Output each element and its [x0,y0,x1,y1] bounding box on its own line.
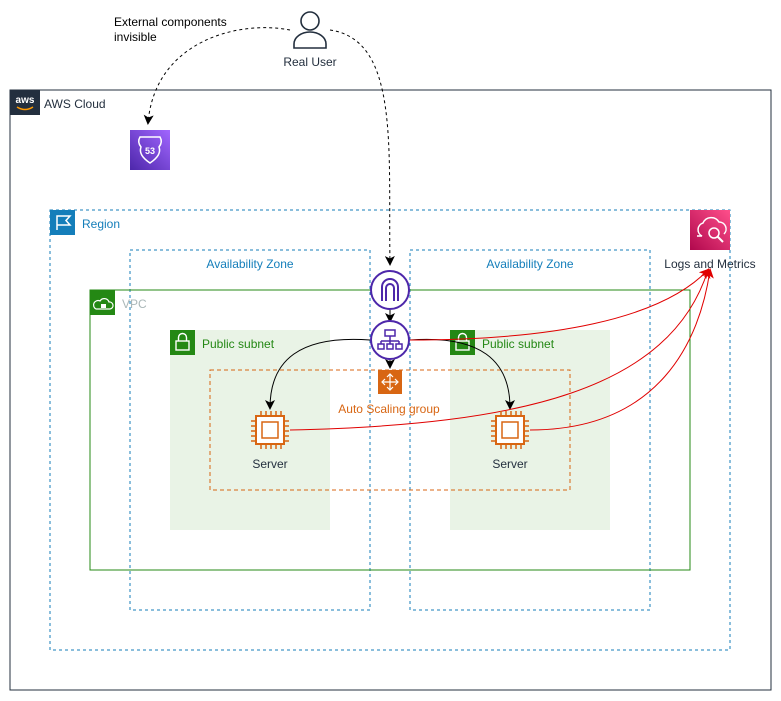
auto-scaling-group: Auto Scaling group [209,369,571,491]
aws-cloud-label: AWS Cloud [44,97,106,111]
internet-gateway-node[interactable] [370,270,410,310]
vpc-label: VPC [122,297,147,311]
real-user-node[interactable]: Real User [283,11,337,69]
svg-text:53: 53 [145,146,155,156]
external-note-line-1: External components [114,15,227,29]
route53-shield-icon: 53 [137,136,163,164]
server-1-node[interactable]: Server [251,411,289,471]
server-1-to-logs-connector [289,268,711,431]
lock-icon [170,330,195,355]
availability-zone-2: Availability Zone [409,249,651,611]
external-components-note: External components invisible [114,15,227,44]
flag-icon [50,210,75,235]
auto-scaling-label: Auto Scaling group [338,402,440,416]
alb-to-logs-connector [409,268,710,341]
auto-scaling-icon [378,370,402,394]
real-user-label: Real User [283,55,336,69]
public-subnet-1: Public subnet [170,330,330,530]
logs-and-metrics-label: Logs and Metrics [664,257,755,271]
vpc-group: VPC [89,289,691,571]
aws-cloud-group: aws AWS Cloud [9,89,772,691]
availability-zone-1: Availability Zone [129,249,371,611]
subnet-label: Public subnet [482,337,555,351]
alb-to-server-1-connector [265,338,371,410]
server-label: Server [252,457,287,471]
subnet-label: Public subnet [202,337,275,351]
svg-text:aws: aws [16,95,35,106]
server-label: Server [492,457,527,471]
availability-zone-label: Availability Zone [486,257,573,271]
vpc-cloud-lock-icon [90,290,115,315]
server-2-node[interactable]: Server [491,411,529,471]
availability-zone-label: Availability Zone [206,257,293,271]
external-note-line-2: invisible [114,30,157,44]
user-to-route53-connector [143,27,291,125]
lock-icon [450,330,475,355]
user-to-internet-gateway-connector [329,29,395,266]
server-2-to-logs-connector [529,268,714,431]
ec2-chip-icon [251,411,289,449]
route53-node[interactable]: 53 [130,130,170,170]
region-group: Region [49,209,731,651]
region-label: Region [82,217,120,231]
aws-logo-icon: aws [10,90,40,115]
ec2-chip-icon [491,411,529,449]
load-balancer-icon [377,329,403,350]
load-balancer-node[interactable] [370,320,410,360]
user-icon [293,11,327,49]
cloudwatch-icon [697,216,727,243]
logs-and-metrics-node[interactable]: Logs and Metrics [664,210,756,271]
